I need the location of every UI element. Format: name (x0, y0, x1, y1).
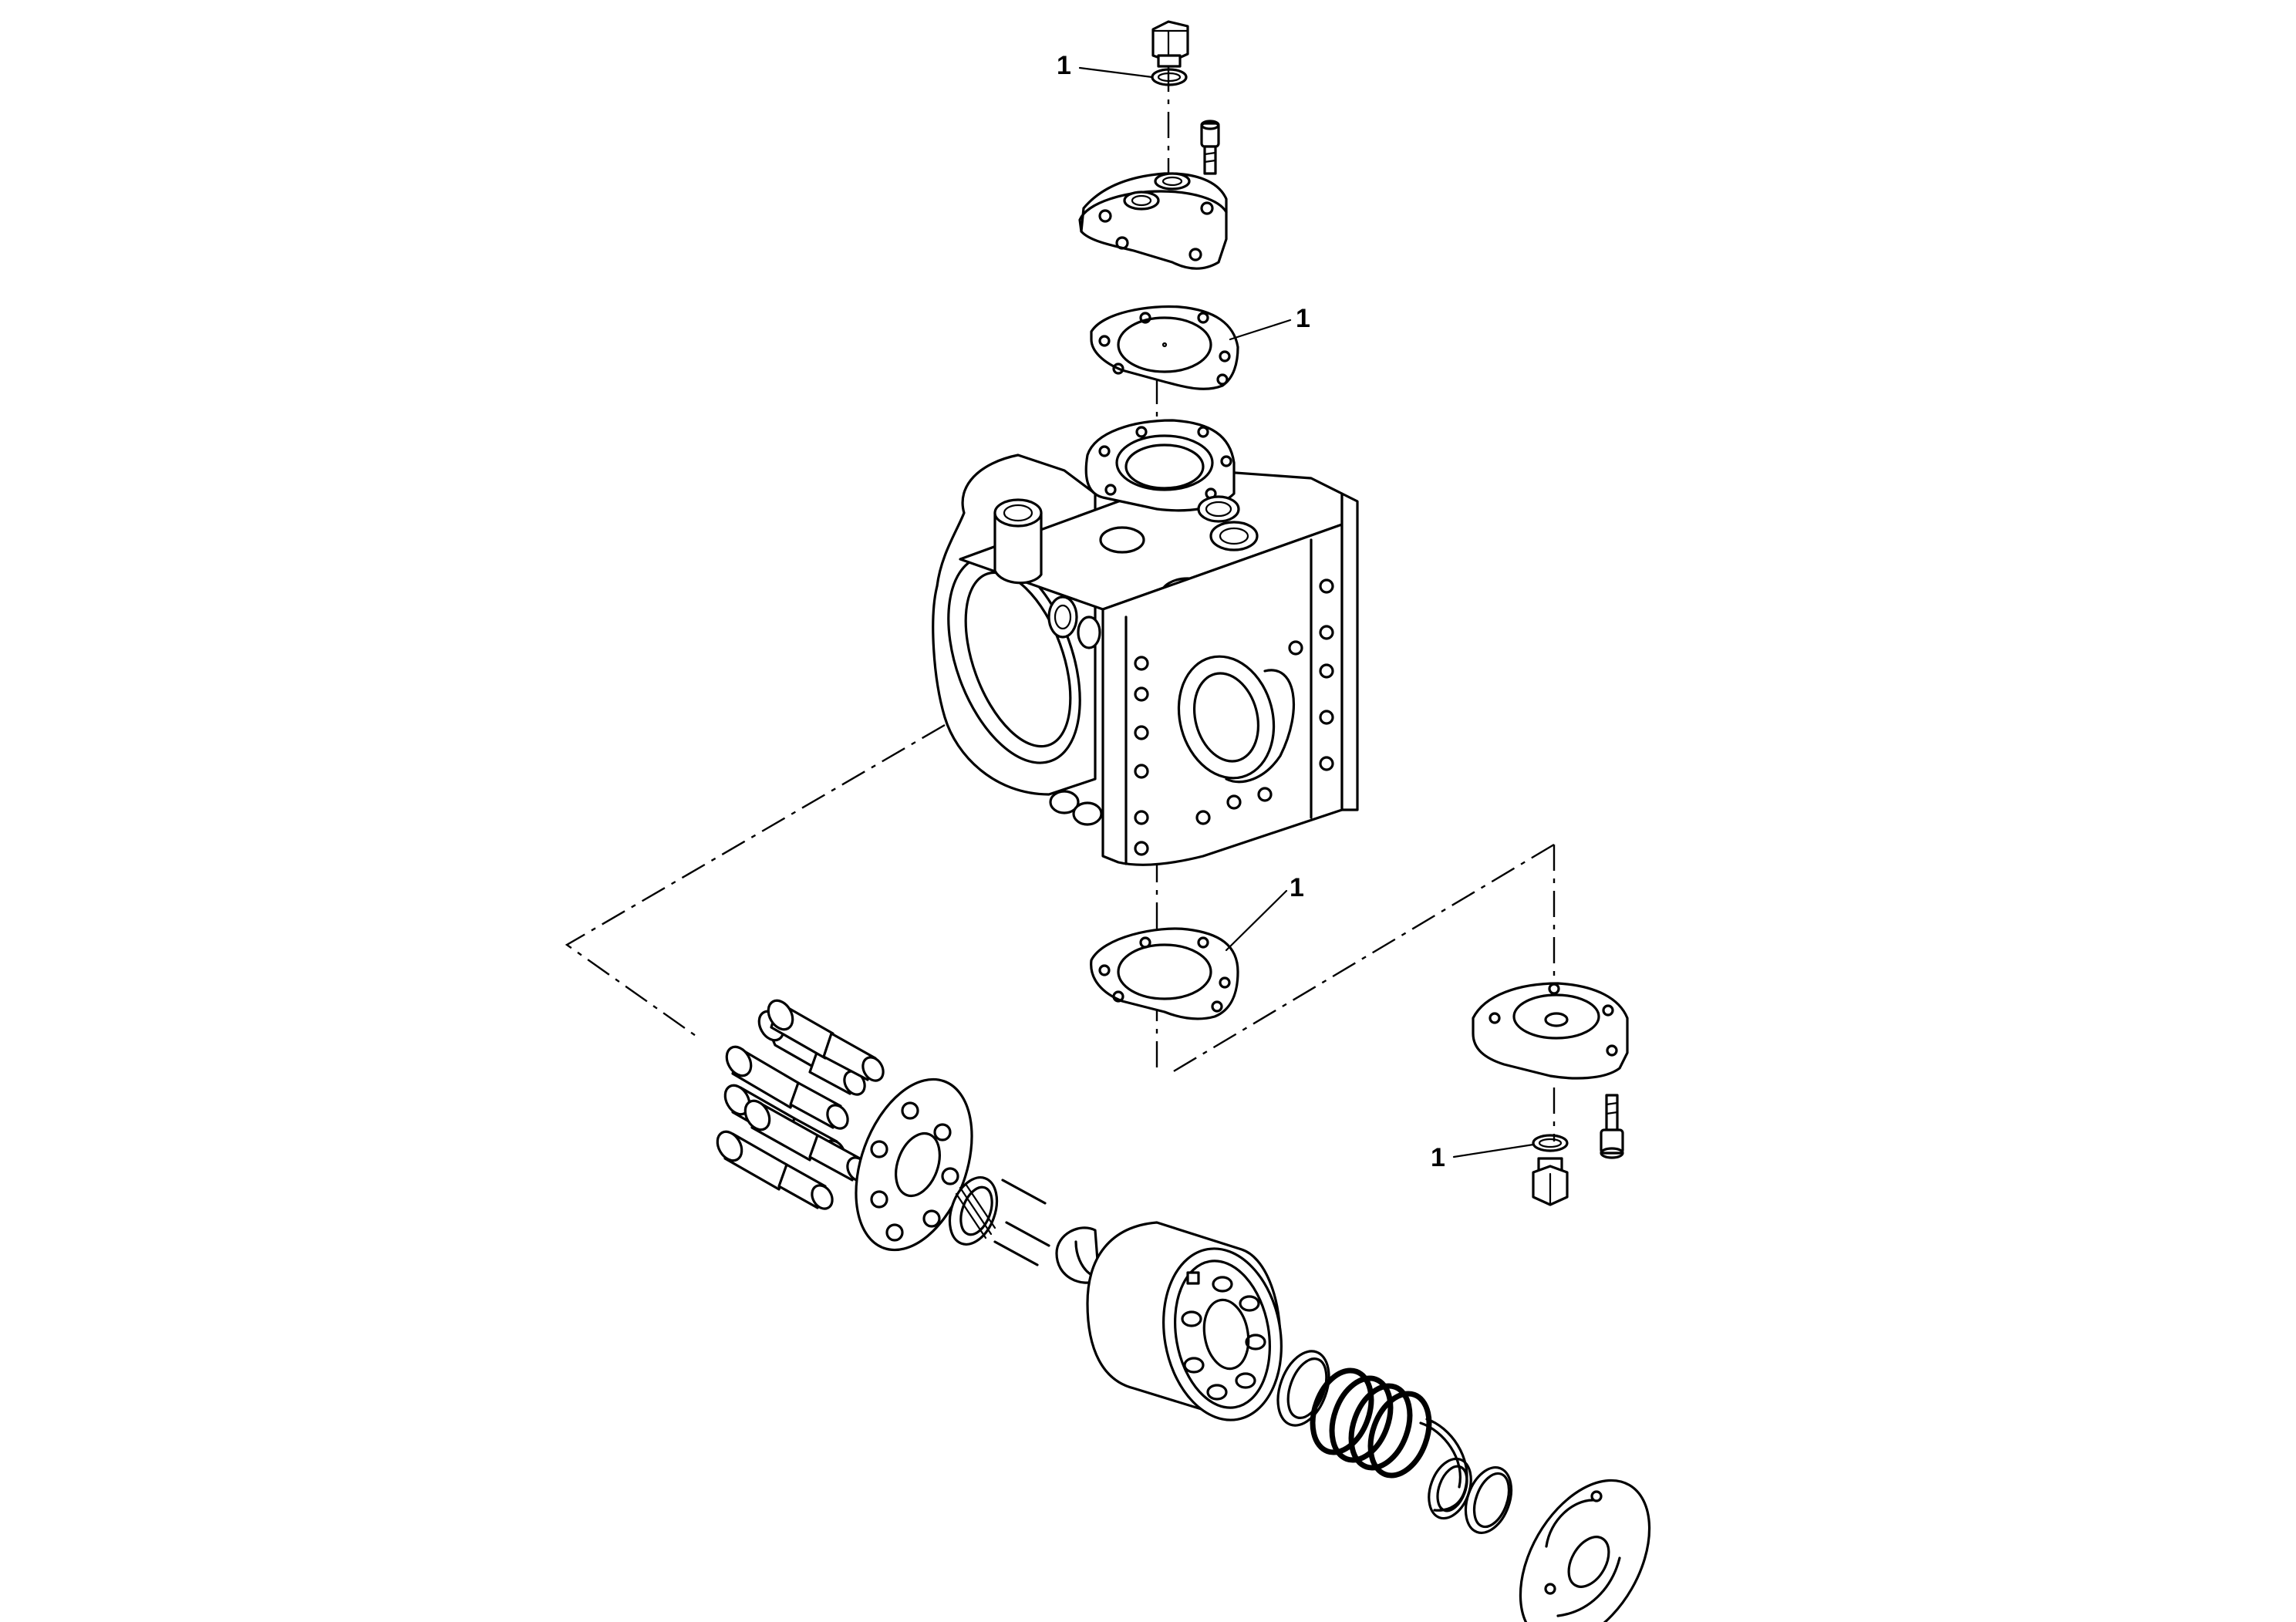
top-plug (1151, 20, 1189, 68)
top-bolt (1200, 120, 1220, 175)
svg-text:1: 1 (1057, 51, 1071, 80)
piston-set (716, 999, 885, 1210)
bottom-gasket (1090, 927, 1239, 1020)
svg-text:1: 1 (1290, 873, 1304, 902)
callout-1-top-gasket: 1 (1229, 304, 1310, 341)
callout-1-top-seal: 1 (1057, 51, 1154, 80)
top-gasket (1090, 305, 1239, 390)
svg-text:1: 1 (1431, 1143, 1445, 1172)
bottom-seal-ring (1532, 1134, 1569, 1152)
right-cover (1472, 982, 1629, 1080)
valve-plate (1519, 1479, 1651, 1622)
bottom-plug (1532, 1157, 1569, 1206)
svg-text:1: 1 (1296, 304, 1310, 333)
callout-1-bottom-seal: 1 (1431, 1143, 1535, 1172)
o-ring-front (1276, 1350, 1330, 1427)
pins (993, 1179, 1050, 1266)
assembly-lines (565, 66, 1556, 1141)
cylinder-block (1086, 1221, 1283, 1421)
needle-bearing (948, 1176, 999, 1246)
top-cover (1078, 172, 1228, 270)
callout-1-bottom-gasket: 1 (1225, 873, 1304, 952)
pump-housing (932, 419, 1359, 866)
retainer-plate (855, 1077, 973, 1252)
washer-b (1464, 1466, 1513, 1534)
spring (1310, 1367, 1432, 1479)
right-bolt (1600, 1094, 1624, 1159)
